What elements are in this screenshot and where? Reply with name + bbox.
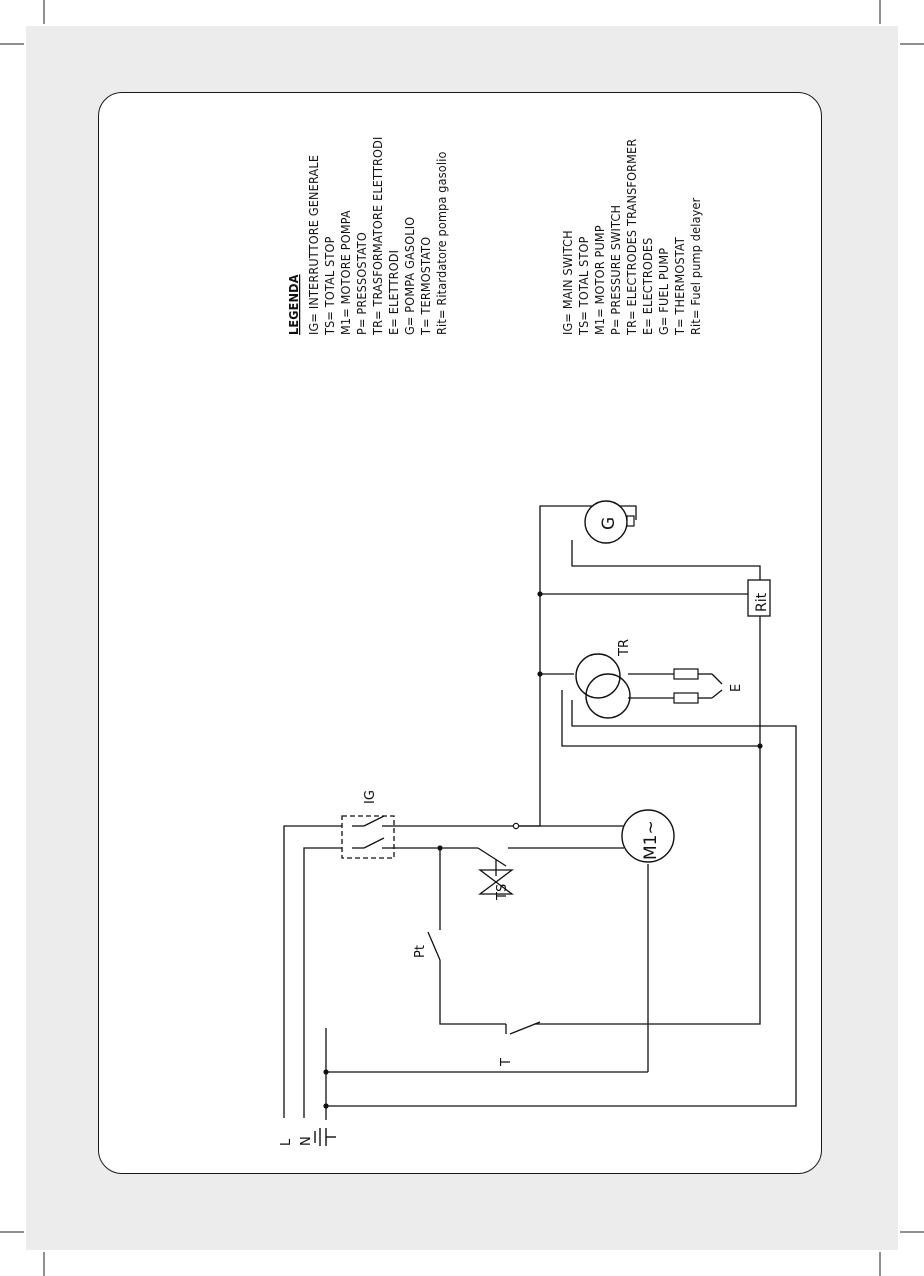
total-stop-ts: TS [478,860,514,901]
legend-it-item: M1= MOTORE POMPA [338,210,353,335]
fuel-pump-g: G [584,500,635,544]
line-label: L [279,1138,294,1146]
legend-it-item: P= PRESSOSTATO [354,232,369,335]
legend-en-item: TS= TOTAL STOP [576,236,591,336]
legend-it-item: Rit= Ritardatore pompa gasolio [434,151,449,335]
fuel-pump-label: G [599,517,619,530]
neutral-label: N [299,1136,314,1146]
legend-en-item: P= PRESSURE SWITCH [608,205,623,335]
motor-label: M1~ [641,820,661,860]
legend-english: IG= MAIN SWITCH TS= TOTAL STOP M1= MOTOR… [560,139,703,336]
transformer-tr: TR [575,639,632,719]
main-switch-ig: IG [341,790,395,859]
ts-label: TS [495,884,510,901]
legend-en-item: M1= MOTOR PUMP [592,225,607,335]
earth-icon [314,1128,336,1146]
legend-it-item: TS= TOTAL STOP [322,236,337,336]
rit-label: Rit [754,592,770,612]
legend-en-item: T= THERMOSTAT [672,237,687,336]
legend-it-item: IG= INTERRUTTORE GENERALE [306,155,321,335]
legend-it-item: T= TERMOSTATO [418,237,433,336]
junctions [323,591,763,1109]
legend-it-item: E= ELETTRODI [386,250,401,335]
wires [283,505,797,1120]
legend-en-item: G= FUEL PUMP [656,248,671,335]
thermostat-label: T [499,1058,514,1067]
legend-en-item: IG= MAIN SWITCH [560,230,575,335]
tr-label: TR [617,639,632,657]
ig-label: IG [363,790,378,804]
pressure-switch-label: Pt [413,945,428,958]
terminal [512,822,520,830]
legend-en-item: TR= ELECTRODES TRANSFORMER [624,139,639,336]
motor-pump-m1: M1~ [621,809,675,863]
electrodes-label: E [729,684,744,692]
legend-italian: LEGENDA IG= INTERRUTTORE GENERALE TS= TO… [286,137,449,336]
electrodes: E [673,668,744,704]
legend-it-item: TR= TRASFORMATORE ELETTRODI [370,137,385,336]
diagram-frame [98,92,822,1174]
legend-it-item: G= POMPA GASOLIO [402,217,417,335]
legend-en-item: Rit= Fuel pump delayer [688,197,703,335]
delayer-rit: Rit [747,579,771,617]
legend-en-item: E= ELECTRODES [640,238,655,335]
legend-title: LEGENDA [286,274,301,335]
